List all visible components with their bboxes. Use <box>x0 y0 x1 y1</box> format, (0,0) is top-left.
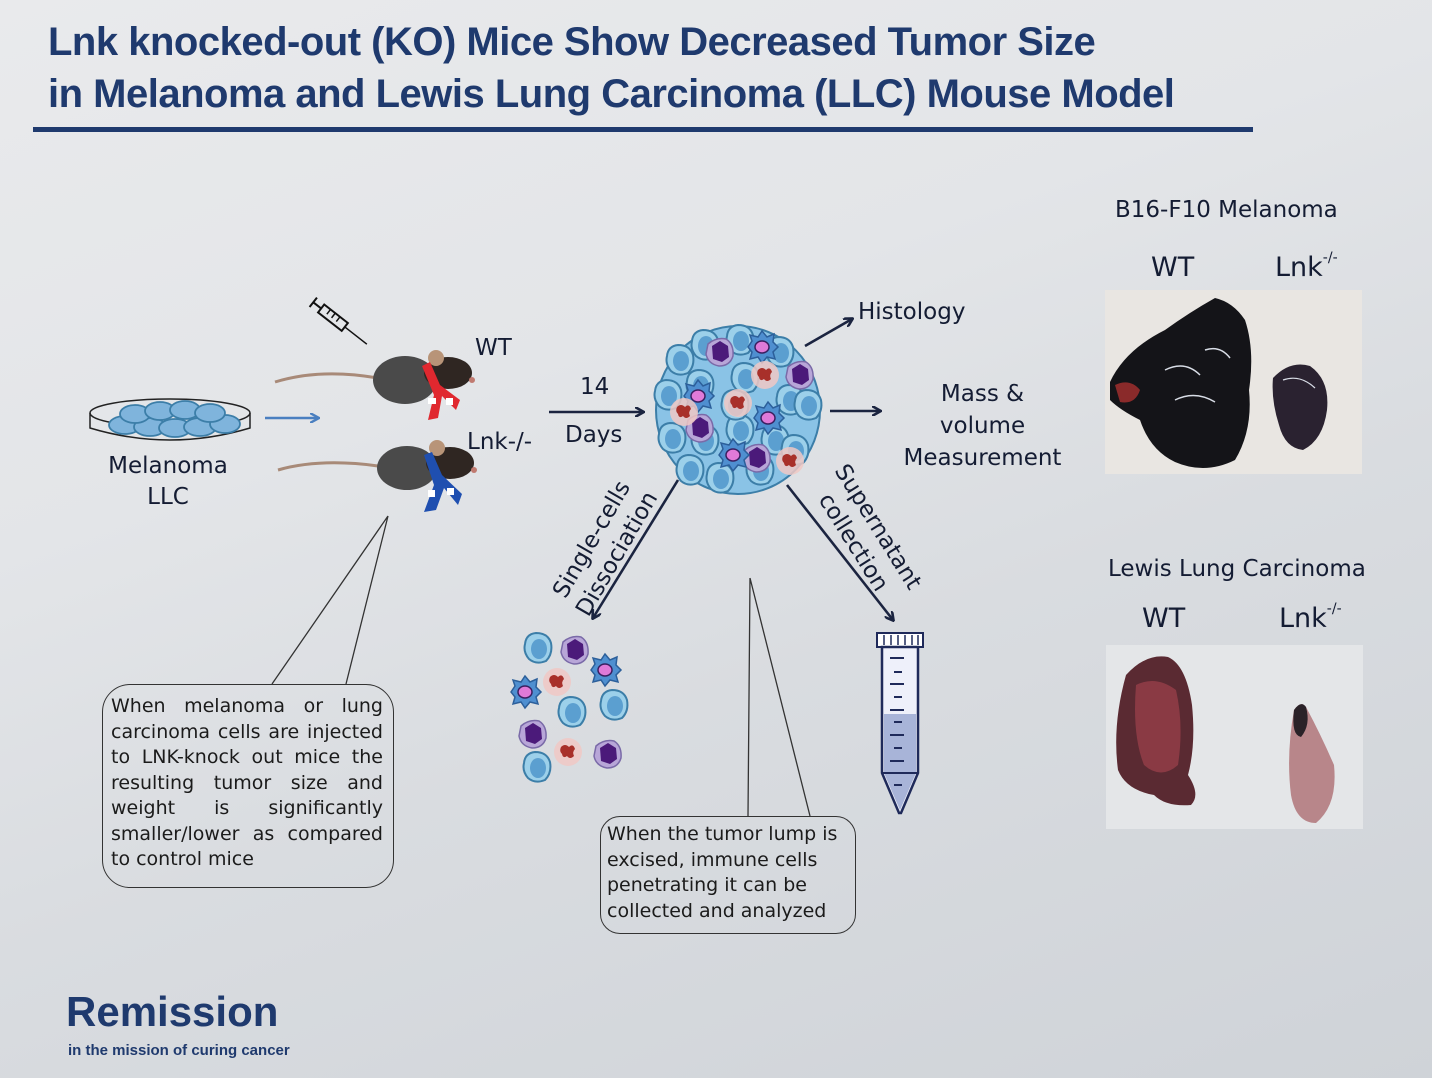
llc-tumor-photo <box>1106 645 1363 829</box>
duration-number: 14 <box>580 374 610 400</box>
title-line-1: Lnk knocked-out (KO) Mice Show Decreased… <box>48 20 1096 64</box>
llc-ko-superscript: -/- <box>1326 601 1342 617</box>
petri-dish-icon <box>89 398 251 441</box>
melanoma-tumor-photo <box>1105 290 1362 474</box>
immune-note-pointer <box>747 577 811 817</box>
supernatant-arrow <box>785 484 893 620</box>
wt-mouse-icon <box>274 350 475 420</box>
cell-source-line-2: LLC <box>147 484 189 510</box>
cell-source-label: Melanoma LLC <box>98 451 238 513</box>
melanoma-ko-label: Lnk-/- <box>1275 250 1338 283</box>
single-cells-icon <box>510 632 629 783</box>
lnk-ko-mouse-icon <box>277 440 477 512</box>
llc-wt-label: WT <box>1142 603 1186 634</box>
remission-tagline: in the mission of curing cancer <box>68 1042 290 1059</box>
melanoma-ko-text: Lnk <box>1275 252 1323 283</box>
wt-mouse-label: WT <box>475 335 512 361</box>
mass-volume-label: Mass & volume Measurement <box>895 378 1070 474</box>
immune-note: When the tumor lump is excised, immune c… <box>600 816 856 934</box>
injection-note: When melanoma or lung carcinoma cells ar… <box>102 684 394 888</box>
duration-unit: Days <box>565 422 623 448</box>
page-title: Lnk knocked-out (KO) Mice Show Decreased… <box>48 16 1175 120</box>
mass-line-1: Mass & <box>940 381 1025 407</box>
injection-note-pointer <box>271 515 389 685</box>
syringe-icon <box>308 296 368 345</box>
mass-line-3: Measurement <box>903 445 1062 471</box>
histology-label: Histology <box>858 299 966 325</box>
remission-logo: Remission <box>66 988 279 1035</box>
ko-mouse-label: Lnk-/- <box>467 429 533 455</box>
melanoma-wt-label: WT <box>1151 252 1195 283</box>
melanoma-ko-superscript: -/- <box>1322 250 1338 266</box>
tumor-icon <box>653 324 823 495</box>
llc-result-title: Lewis Lung Carcinoma <box>1108 556 1366 582</box>
title-underline <box>33 127 1253 132</box>
llc-ko-text: Lnk <box>1279 603 1327 634</box>
llc-ko-label: Lnk-/- <box>1279 601 1342 634</box>
cell-source-line-1: Melanoma <box>108 453 228 479</box>
title-line-2: in Melanoma and Lewis Lung Carcinoma (LL… <box>48 72 1175 116</box>
melanoma-result-title: B16-F10 Melanoma <box>1115 197 1338 223</box>
histology-arrow <box>804 319 852 348</box>
test-tube-icon <box>876 632 924 815</box>
dissociation-arrow <box>593 479 680 618</box>
mass-line-2: volume <box>939 413 1026 439</box>
